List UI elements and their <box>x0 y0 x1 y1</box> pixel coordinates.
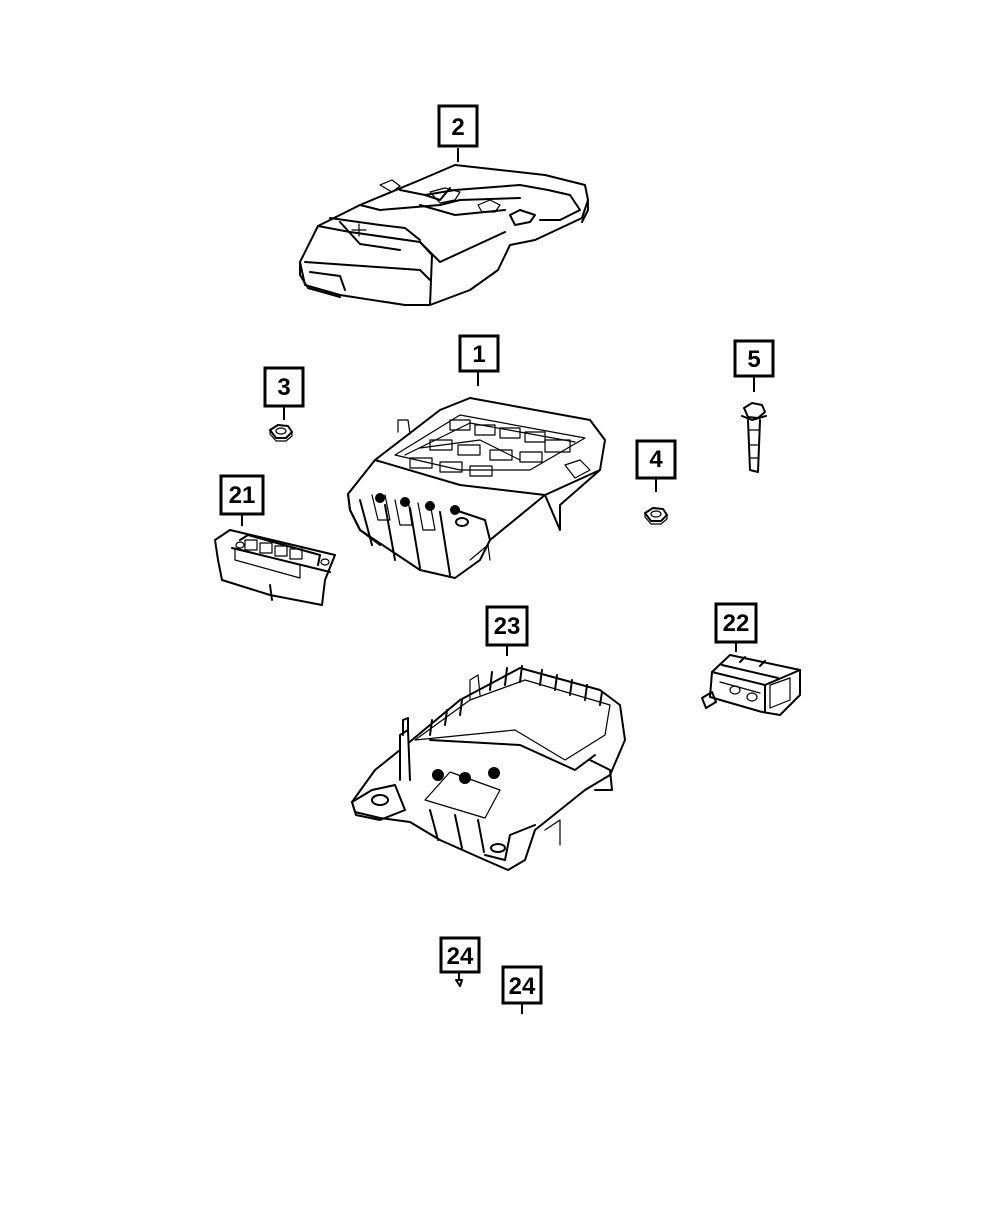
callout-24a-label: 24 <box>447 943 474 970</box>
tray-23-part[interactable] <box>351 665 626 871</box>
callout-21[interactable]: 21 <box>219 474 265 516</box>
callout-24b[interactable]: 24 <box>501 965 543 1005</box>
relay-22-part[interactable] <box>701 654 801 716</box>
callout-1-label: 1 <box>472 341 485 368</box>
callout-24a[interactable]: 24 <box>439 936 481 974</box>
callout-23[interactable]: 23 <box>485 605 529 647</box>
callout-3-label: 3 <box>277 374 290 401</box>
callout-4-label: 4 <box>649 446 663 473</box>
callout-5[interactable]: 5 <box>733 339 775 378</box>
callout-22[interactable]: 22 <box>714 602 758 644</box>
callout-2[interactable]: 2 <box>437 104 479 148</box>
callout-1[interactable]: 1 <box>458 334 500 373</box>
callout-21-label: 21 <box>229 482 256 509</box>
callout-3[interactable]: 3 <box>263 366 305 408</box>
callout-23-label: 23 <box>494 613 521 640</box>
callout-24b-label: 24 <box>509 973 536 1000</box>
fuse-24-part[interactable] <box>455 979 463 987</box>
power-distribution-center-part[interactable] <box>347 397 606 579</box>
callout-4[interactable]: 4 <box>635 439 677 480</box>
callout-22-label: 22 <box>723 610 750 637</box>
bolt-5-part[interactable] <box>741 402 767 473</box>
callout-2-label: 2 <box>451 114 464 141</box>
nut-3-part[interactable] <box>269 424 293 442</box>
nut-4-part[interactable] <box>644 507 668 525</box>
callout-5-label: 5 <box>747 346 760 373</box>
cover-part[interactable] <box>299 164 589 306</box>
shield-21-part[interactable] <box>214 529 336 606</box>
